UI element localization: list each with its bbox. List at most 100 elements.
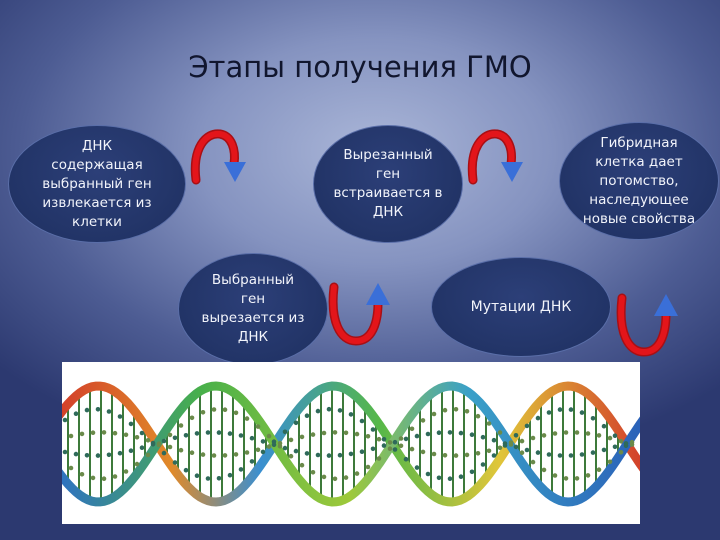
atom xyxy=(607,435,613,441)
atom xyxy=(513,444,519,450)
atom xyxy=(112,474,118,479)
atom xyxy=(106,409,112,414)
atom xyxy=(568,453,574,458)
atom xyxy=(387,440,393,445)
atom xyxy=(403,436,409,442)
atom xyxy=(436,430,442,435)
atom xyxy=(304,451,310,456)
atom xyxy=(442,407,448,413)
dna-helix-image xyxy=(62,362,640,524)
atom xyxy=(244,416,250,421)
atom xyxy=(194,431,200,436)
atom xyxy=(216,430,222,435)
atom xyxy=(200,452,206,457)
atom xyxy=(117,414,123,419)
page-title: Этапы получения ГМО xyxy=(188,50,532,84)
atom xyxy=(574,476,580,481)
atom xyxy=(618,450,624,455)
step-text-line: выбранный ген xyxy=(42,175,152,192)
atom xyxy=(601,447,607,453)
atom xyxy=(337,452,343,458)
atom xyxy=(73,411,79,416)
atom xyxy=(271,442,277,448)
atom xyxy=(255,424,261,429)
atom xyxy=(381,437,387,442)
atom xyxy=(425,431,431,437)
atom xyxy=(68,433,74,439)
curved-arrow-up-icon xyxy=(328,282,390,346)
atom xyxy=(123,469,129,474)
atom xyxy=(139,445,145,450)
atom xyxy=(128,421,134,427)
step-hybrid-cell: Гибридная клетка дает потомство, наследу… xyxy=(559,122,719,240)
atom xyxy=(447,430,453,435)
atom xyxy=(90,475,96,481)
atom xyxy=(123,432,129,438)
atom xyxy=(90,430,96,435)
atom xyxy=(425,471,431,477)
atom xyxy=(596,467,602,472)
atom xyxy=(277,444,283,449)
step-text-line: ДНК xyxy=(81,137,113,154)
atom xyxy=(601,423,607,429)
atom xyxy=(101,476,107,481)
atom xyxy=(332,430,338,435)
atom xyxy=(227,472,233,478)
atom xyxy=(365,434,371,439)
atom xyxy=(541,433,547,438)
atom xyxy=(376,456,382,461)
atom xyxy=(321,474,327,480)
step-text-line: извлекается из xyxy=(42,194,152,211)
curved-arrow-up-icon xyxy=(616,293,678,357)
atom xyxy=(315,408,321,414)
atom xyxy=(541,467,547,473)
atom xyxy=(370,446,376,452)
atom xyxy=(370,427,376,432)
atom xyxy=(299,434,305,440)
atom xyxy=(266,444,272,449)
atom xyxy=(211,453,217,458)
atom xyxy=(530,435,536,441)
step-text-line: новые свойства xyxy=(582,210,696,227)
atom xyxy=(348,451,354,457)
atom xyxy=(414,433,420,439)
atom xyxy=(629,439,635,445)
atom xyxy=(458,430,464,436)
atom xyxy=(524,423,530,429)
atom xyxy=(128,448,134,453)
atom xyxy=(590,450,596,455)
atom xyxy=(227,431,233,436)
atom xyxy=(403,456,409,462)
atom xyxy=(326,453,332,458)
atom xyxy=(365,464,371,470)
atom xyxy=(497,430,503,435)
atom xyxy=(519,438,525,444)
step-text-line: Гибридная xyxy=(600,134,678,151)
atom xyxy=(189,450,195,455)
atom xyxy=(491,453,497,458)
atom xyxy=(337,408,343,413)
atom xyxy=(414,465,420,470)
step-dna-mutation: Мутации ДНК xyxy=(431,257,611,357)
atom xyxy=(211,407,217,412)
atom xyxy=(623,441,629,446)
atom xyxy=(453,407,459,412)
atom xyxy=(469,469,475,475)
atom xyxy=(497,445,503,451)
atom xyxy=(359,418,365,424)
atom xyxy=(513,433,519,438)
atom xyxy=(585,473,591,478)
atom xyxy=(326,406,332,412)
atom xyxy=(68,465,74,471)
atom xyxy=(557,407,563,412)
atom xyxy=(62,417,68,423)
atom xyxy=(464,452,470,458)
atom xyxy=(486,421,492,426)
atom xyxy=(618,438,624,444)
atom xyxy=(381,443,387,448)
step-text-line: потомство, xyxy=(599,172,679,189)
atom xyxy=(172,460,178,465)
atom xyxy=(222,453,228,458)
atom xyxy=(612,444,618,450)
atom xyxy=(596,433,602,438)
